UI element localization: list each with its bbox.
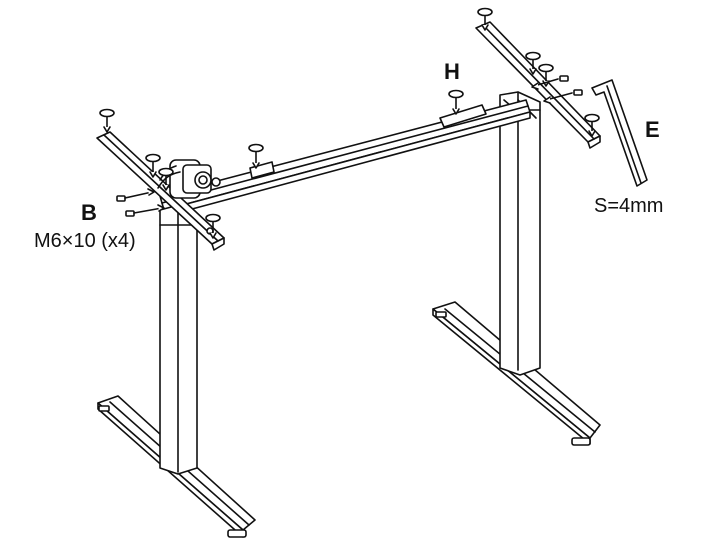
part-e-label: E	[645, 117, 660, 142]
screw-spec-label: M6×10 (x4)	[34, 230, 136, 252]
crossbar	[159, 99, 531, 217]
washer-screws	[99, 7, 600, 239]
hex-key-tool	[591, 79, 648, 187]
crossbar-bracket	[249, 104, 487, 179]
motor	[157, 159, 221, 199]
right-leg-column	[499, 91, 541, 376]
left-leg-column	[159, 205, 198, 475]
part-b-label: B	[81, 200, 97, 225]
part-h-label: H	[444, 59, 460, 84]
right-side-bracket	[475, 21, 601, 149]
wrench-size-label: S=4mm	[594, 195, 664, 217]
